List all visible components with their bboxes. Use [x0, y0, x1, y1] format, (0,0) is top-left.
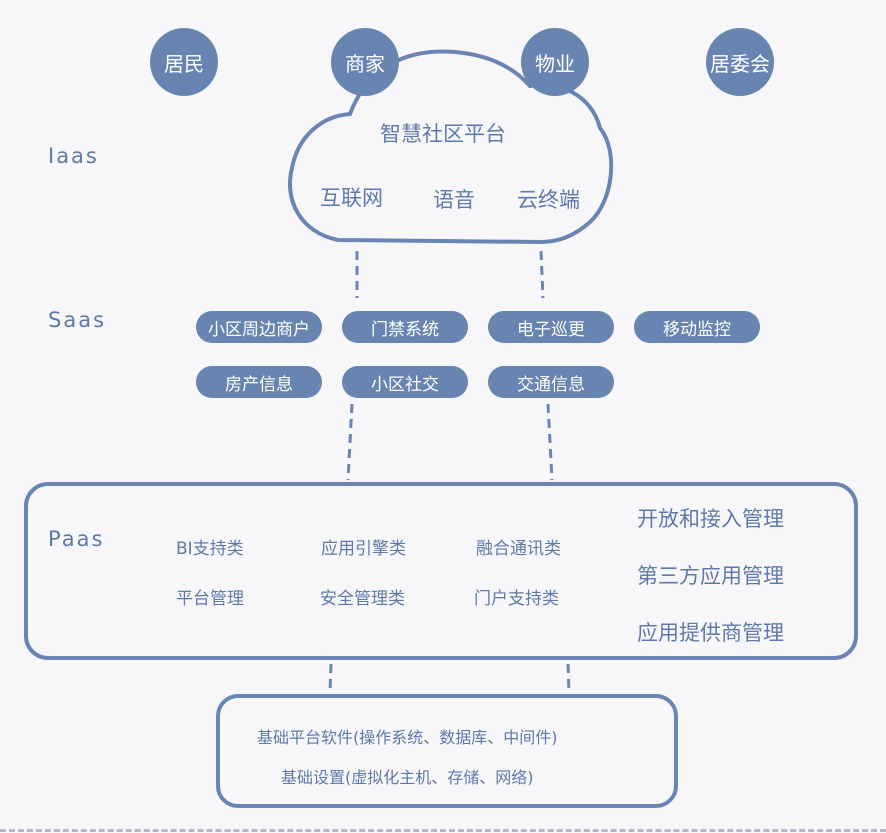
- saas-item-community-social: 小区社交: [342, 366, 468, 398]
- paas-item-platform-mgmt: 平台管理: [176, 589, 244, 609]
- saas-item-traffic-info: 交通信息: [488, 366, 614, 398]
- paas-item-security-mgmt: 安全管理类: [320, 589, 405, 609]
- cloud-title: 智慧社区平台: [380, 122, 506, 146]
- role-property: 物业: [521, 28, 589, 96]
- role-merchant: 商家: [331, 28, 399, 96]
- connector-cloud-right: [539, 250, 545, 299]
- paas-mgmt-third-party: 第三方应用管理: [637, 564, 784, 588]
- role-resident: 居民: [150, 28, 218, 96]
- infrastructure-box: [216, 694, 678, 808]
- saas-item-nearby-merchants: 小区周边商户: [196, 311, 322, 343]
- saas-item-patrol: 电子巡更: [488, 311, 614, 343]
- connector-paas-right: [566, 663, 571, 693]
- infra-base-facilities: 基础设置(虚拟化主机、存储、网络): [281, 768, 534, 787]
- saas-item-access-control: 门禁系统: [342, 311, 468, 343]
- saas-item-property-info: 房产信息: [196, 366, 322, 398]
- role-committee: 居委会: [706, 28, 774, 96]
- paas-mgmt-app-provider: 应用提供商管理: [637, 621, 784, 645]
- paas-mgmt-open-access: 开放和接入管理: [637, 507, 784, 531]
- infra-base-software: 基础平台软件(操作系统、数据库、中间件): [257, 728, 558, 747]
- bottom-dashed-border: [0, 829, 886, 832]
- saas-item-mobile-monitoring: 移动监控: [634, 311, 760, 343]
- paas-item-app-engine: 应用引擎类: [321, 539, 406, 559]
- layer-label-paas: Paas: [48, 527, 105, 551]
- connector-paas-left: [328, 663, 333, 693]
- paas-item-unified-comm: 融合通讯类: [476, 539, 561, 559]
- cloud-item-internet: 互联网: [320, 186, 383, 210]
- connector-saas-right: [546, 403, 554, 481]
- layer-label-iaas: Iaas: [48, 144, 99, 168]
- paas-item-portal-support: 门户支持类: [474, 589, 559, 609]
- platform-cloud: [288, 49, 614, 245]
- paas-box: [24, 482, 858, 660]
- layer-label-saas: Saas: [48, 308, 107, 332]
- cloud-item-cloud-terminal: 云终端: [517, 188, 580, 212]
- connector-saas-left: [346, 403, 354, 481]
- cloud-item-voice: 语音: [433, 188, 475, 212]
- paas-item-bi-support: BI支持类: [176, 539, 244, 559]
